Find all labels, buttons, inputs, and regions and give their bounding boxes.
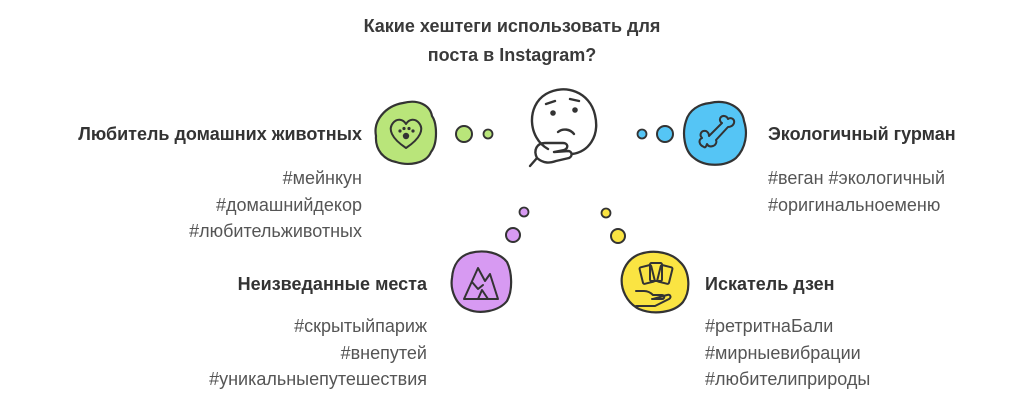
eco-gourmet-tag: #оригинальноеменю: [768, 194, 941, 215]
tarot-cards-hand-icon: [635, 262, 674, 307]
paw-heart-icon: [389, 118, 423, 149]
pet-lover-heading: Любитель домашних животных: [78, 124, 362, 144]
pet-lover-tag: #любительживотных: [189, 221, 362, 241]
diagram-title-line-2: поста в Instagram?: [427, 45, 597, 65]
eco-gourmet-tags: #веган #экологичный #оригинальноеменю: [768, 165, 945, 218]
unexplored-places-icon-blob: [450, 250, 513, 313]
unexplored-places-tags: #скрытыйпариж #внепутей #уникальныепутеш…: [209, 313, 427, 393]
bone-icon: [698, 114, 736, 149]
pet-lover-bubble-large: [455, 125, 473, 143]
zen-seeker-tag: #любителиприроды: [705, 369, 871, 389]
unexplored-places-bubble-large: [505, 227, 521, 243]
zen-seeker-heading: Искатель дзен: [705, 274, 835, 294]
diagram-title: Какие хештеги использовать для поста в I…: [320, 12, 704, 70]
unexplored-places-bubble-small: [518, 206, 530, 218]
eco-gourmet-bubble-large: [656, 125, 674, 143]
pet-lover-tags: #мейнкун #домашнийдекор #любительживотны…: [189, 165, 362, 245]
eco-gourmet-heading: Экологичный гурман: [768, 124, 956, 144]
zen-seeker-tag: #ретритнаБали: [705, 316, 834, 336]
pet-lover-icon-blob: [374, 100, 438, 165]
pet-lover-tag: #мейнкун: [282, 168, 362, 188]
unexplored-places-tag: #уникальныепутешествия: [209, 369, 427, 389]
diagram-title-line-1: Какие хештеги использовать для: [363, 16, 661, 36]
zen-seeker-bubble-small: [600, 207, 612, 219]
zen-seeker-tags: #ретритнаБали #мирныевибрации #любителип…: [705, 313, 870, 393]
thinking-face-icon: [528, 88, 598, 168]
pet-lover-tag: #домашнийдекор: [215, 194, 362, 215]
mountain-icon: [463, 267, 499, 300]
unexplored-places-heading: Неизведанные места: [237, 274, 427, 294]
zen-seeker-icon-blob: [620, 250, 690, 314]
zen-seeker-bubble-large: [610, 228, 626, 244]
eco-gourmet-bubble-small: [636, 128, 648, 140]
unexplored-places-tag: #внепутей: [340, 342, 427, 363]
unexplored-places-tag: #скрытыйпариж: [294, 316, 427, 336]
eco-gourmet-tag: #веган #экологичный: [768, 168, 946, 188]
zen-seeker-tag: #мирныевибрации: [705, 342, 861, 363]
pet-lover-bubble-small: [482, 128, 494, 140]
